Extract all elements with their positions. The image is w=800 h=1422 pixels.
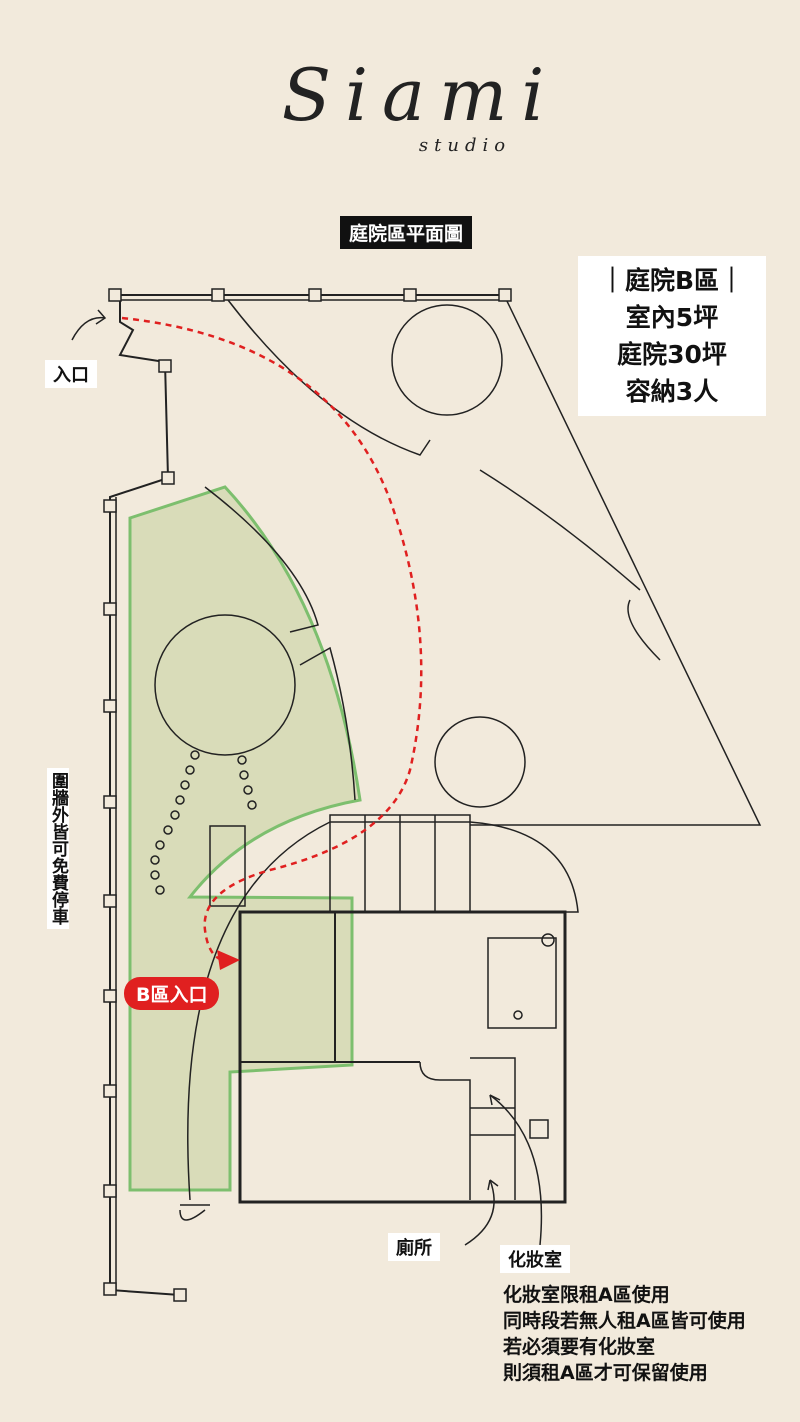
pointer-toilet xyxy=(464,1179,495,1246)
tree-circle xyxy=(154,614,296,756)
tree-circle xyxy=(391,304,503,416)
dressing-room-notes: 化妝室限租A區使用 同時段若無人租A區皆可使用 若必須要有化妝室 則須租A區才可… xyxy=(503,1284,746,1384)
stepping-stones xyxy=(150,750,257,895)
boundary-wall xyxy=(470,296,762,826)
tree-circle xyxy=(434,716,526,808)
info-box: ｜庭院B區｜ 室內5坪 庭院30坪 容納3人 xyxy=(578,256,766,416)
logo: Siami studio xyxy=(281,53,559,156)
b-entrance-label: B區入口 xyxy=(124,977,220,1010)
entrance-label: 入口 xyxy=(45,360,97,388)
walking-path xyxy=(121,316,423,962)
entrance-arrowhead xyxy=(217,950,240,970)
toilet-label: 廁所 xyxy=(388,1233,440,1261)
dressing-room-label: 化妝室 xyxy=(500,1245,570,1273)
wall-posts xyxy=(103,288,512,1302)
parking-label: 圍牆外皆可免費停車 xyxy=(47,768,69,929)
page-title: 庭院區平面圖 xyxy=(340,216,473,249)
entrance-arrow xyxy=(71,309,107,341)
building-dome xyxy=(187,821,579,1201)
pointer-dressing xyxy=(489,1094,543,1246)
